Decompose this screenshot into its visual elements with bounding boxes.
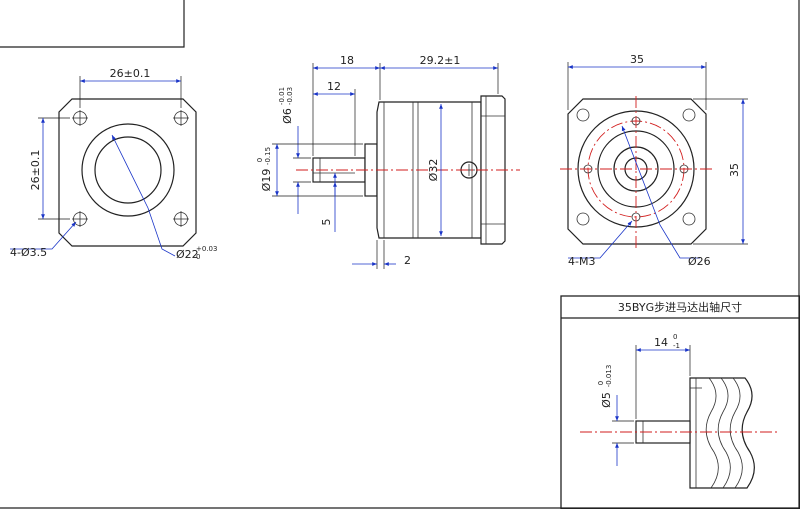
bore-inner-circle xyxy=(94,136,162,204)
detail-dim-14: 14 xyxy=(654,336,668,349)
right-rear-view: 35 35 4-M3 Ø26 xyxy=(560,53,748,268)
dim-top-26: 26±0.1 xyxy=(110,67,151,80)
dim-left-26: 26±0.1 xyxy=(29,150,42,191)
dim-top-35: 35 xyxy=(630,53,644,66)
dim-shaft-6: Ø6 xyxy=(281,108,294,124)
holes-4-m3-label: 4-M3 xyxy=(568,255,595,268)
bore-22-label: Ø22 xyxy=(176,248,199,261)
detail-dim-5-tol-upper: 0 xyxy=(597,381,605,385)
bore-outer-circle xyxy=(81,123,175,217)
detail-title: 35BYG步进马达出轴尺寸 xyxy=(618,300,742,314)
bore-tol-lower: 0 xyxy=(196,253,200,261)
dim-body-32: Ø32 xyxy=(427,159,440,182)
motor-shaft-detail: 35BYG步进马达出轴尺寸 14 0 -1 Ø5 0 -0.013 xyxy=(560,295,800,509)
dim-pilot-tol-lower: -0.15 xyxy=(264,147,272,165)
detail-dim-5-tol-lower: -0.013 xyxy=(605,365,613,388)
flange-plate xyxy=(58,98,197,247)
bore-tol-upper: +0.03 xyxy=(196,245,217,253)
dim-right-35: 35 xyxy=(728,163,741,177)
dim-18: 18 xyxy=(340,54,354,67)
holes-4-3-5-label: 4-Ø3.5 xyxy=(10,246,47,259)
dim-shaft-tol-upper: -0.01 xyxy=(278,87,286,105)
dim-12: 12 xyxy=(327,80,341,93)
dim-flange-2: 2 xyxy=(404,254,411,267)
mount-hole xyxy=(576,212,590,226)
detail-dim-14-tol-lower: -1 xyxy=(673,342,680,350)
title-block-fragment xyxy=(0,0,185,48)
mount-hole xyxy=(682,212,696,226)
bolt-circle-26-label: Ø26 xyxy=(688,255,711,268)
side-view: 18 29.2±1 12 Ø6 -0.01 -0.03 Ø19 0 -0.15 … xyxy=(256,54,520,269)
detail-dim-14-tol-upper: 0 xyxy=(673,333,677,341)
detail-dim-5: Ø5 xyxy=(600,392,613,408)
mount-hole xyxy=(576,108,590,122)
left-front-view: 26±0.1 26±0.1 4-Ø3.5 Ø22 +0.03 0 xyxy=(10,67,217,261)
dim-pilot-tol-upper: 0 xyxy=(256,158,264,162)
dim-29-2: 29.2±1 xyxy=(420,54,461,67)
dim-shaft-tol-lower: -0.03 xyxy=(286,87,294,105)
dim-key-5: 5 xyxy=(320,219,333,226)
dim-pilot-19: Ø19 xyxy=(260,169,273,192)
mount-hole xyxy=(682,108,696,122)
